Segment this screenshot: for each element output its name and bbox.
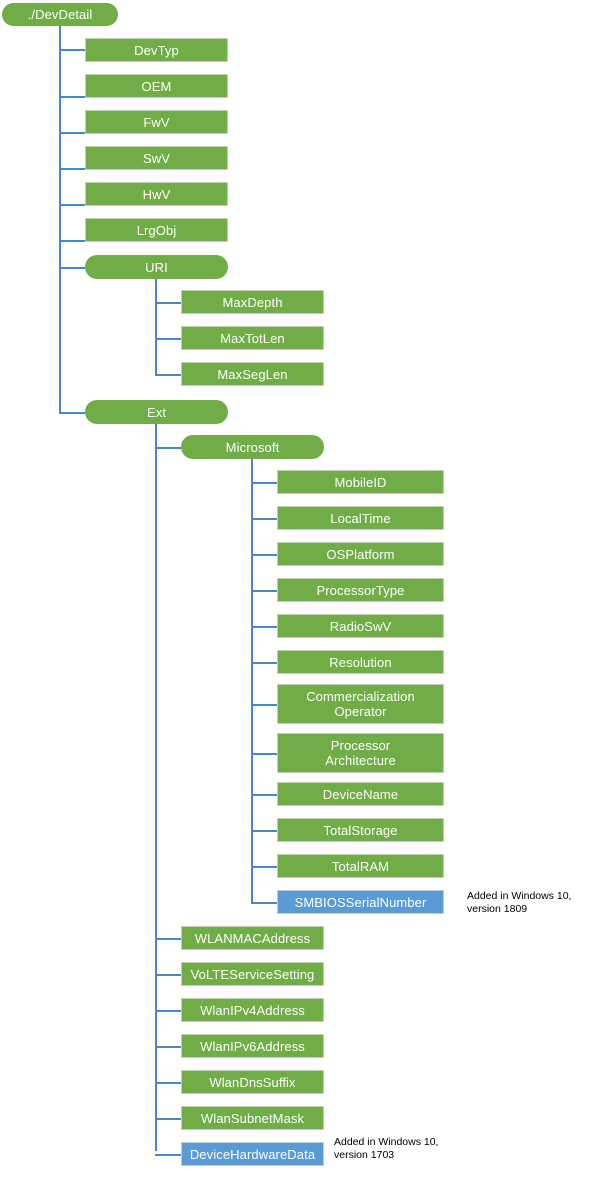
node-resolution[interactable]: Resolution: [277, 650, 444, 674]
node-uri[interactable]: URI: [85, 255, 228, 279]
node-processortype[interactable]: ProcessorType: [277, 578, 444, 602]
node-microsoft[interactable]: Microsoft: [181, 435, 324, 459]
connector-uri-trunk: [155, 279, 157, 374]
connector-ext-devicehardwaredata: [155, 1154, 181, 1156]
connector-ms-osplatform: [251, 554, 277, 556]
note-smbiosserialnumber: Added in Windows 10, version 1809: [467, 890, 572, 915]
node-fwv[interactable]: FwV: [85, 110, 228, 134]
connector-microsoft-trunk: [251, 459, 253, 902]
connector-ms-radioswv: [251, 626, 277, 628]
node-swv[interactable]: SwV: [85, 146, 228, 170]
connector-ms-processortype: [251, 590, 277, 592]
node-maxtotlen[interactable]: MaxTotLen: [181, 326, 324, 350]
node-wlansubnetmask[interactable]: WlanSubnetMask: [181, 1106, 324, 1130]
connector-uri-maxtotlen: [155, 338, 181, 340]
node-lrgobj[interactable]: LrgObj: [85, 218, 228, 242]
connector-root-swv: [59, 168, 85, 170]
connector-ms-processorarchitecture: [251, 753, 277, 755]
connector-ms-mobileid: [251, 482, 277, 484]
connector-ext-wlandnssuffix: [155, 1082, 181, 1084]
node-totalram[interactable]: TotalRAM: [277, 854, 444, 878]
connector-root-oem: [59, 96, 85, 98]
connector-ext-wlansubnetmask: [155, 1118, 181, 1120]
node-commercializationoperator[interactable]: Commercialization Operator: [277, 684, 444, 724]
connector-uri-maxdepth: [155, 302, 181, 304]
node-devicehardwaredata[interactable]: DeviceHardwareData: [181, 1142, 324, 1166]
node-mobileid[interactable]: MobileID: [277, 470, 444, 494]
connector-ms-totalram: [251, 866, 277, 868]
node-maxseglen[interactable]: MaxSegLen: [181, 362, 324, 386]
note-devicehardwaredata: Added in Windows 10, version 1703: [334, 1136, 439, 1161]
node-osplatform[interactable]: OSPlatform: [277, 542, 444, 566]
node-wlanipv6address[interactable]: WlanIPv6Address: [181, 1034, 324, 1058]
connector-ms-resolution: [251, 662, 277, 664]
connector-uri-maxseglen: [155, 374, 181, 376]
node-wlanmacaddress[interactable]: WLANMACAddress: [181, 926, 324, 950]
connector-ms-smbiosserialnumber: [251, 902, 277, 904]
connector-root-lrgobj: [59, 240, 85, 242]
node-totalstorage[interactable]: TotalStorage: [277, 818, 444, 842]
connector-root-ext: [59, 412, 85, 414]
node-radioswv[interactable]: RadioSwV: [277, 614, 444, 638]
node-smbiosserialnumber[interactable]: SMBIOSSerialNumber: [277, 890, 444, 914]
connector-ms-localtime: [251, 518, 277, 520]
connector-ext-wlanmacaddress: [155, 938, 181, 940]
node-wlanipv4address[interactable]: WlanIPv4Address: [181, 998, 324, 1022]
connector-root-fwv: [59, 132, 85, 134]
connector-root-uri: [59, 267, 85, 269]
node-maxdepth[interactable]: MaxDepth: [181, 290, 324, 314]
connector-ext-voltesevicesetting: [155, 974, 181, 976]
connector-root-trunk: [59, 26, 61, 412]
connector-ms-totalstorage: [251, 830, 277, 832]
connector-root-devtyp: [59, 49, 85, 51]
node-hwv[interactable]: HwV: [85, 182, 228, 206]
connector-ext-wlanipv4address: [155, 1010, 181, 1012]
connector-ext-microsoft: [155, 447, 181, 449]
node-wlandnssuffix[interactable]: WlanDnsSuffix: [181, 1070, 324, 1094]
node-processorarchitecture[interactable]: Processor Architecture: [277, 733, 444, 773]
connector-ms-devicename: [251, 794, 277, 796]
connector-ms-commercializationoperator: [251, 704, 277, 706]
node-root-devdetail[interactable]: ./DevDetail: [2, 3, 118, 26]
node-ext[interactable]: Ext: [85, 400, 228, 424]
node-devtyp[interactable]: DevTyp: [85, 38, 228, 62]
node-voltesevicesetting[interactable]: VoLTEServiceSetting: [181, 962, 324, 986]
node-oem[interactable]: OEM: [85, 74, 228, 98]
connector-ext-wlanipv6address: [155, 1046, 181, 1048]
node-localtime[interactable]: LocalTime: [277, 506, 444, 530]
connector-root-hwv: [59, 204, 85, 206]
connector-ext-trunk: [155, 424, 157, 1151]
node-devicename[interactable]: DeviceName: [277, 782, 444, 806]
